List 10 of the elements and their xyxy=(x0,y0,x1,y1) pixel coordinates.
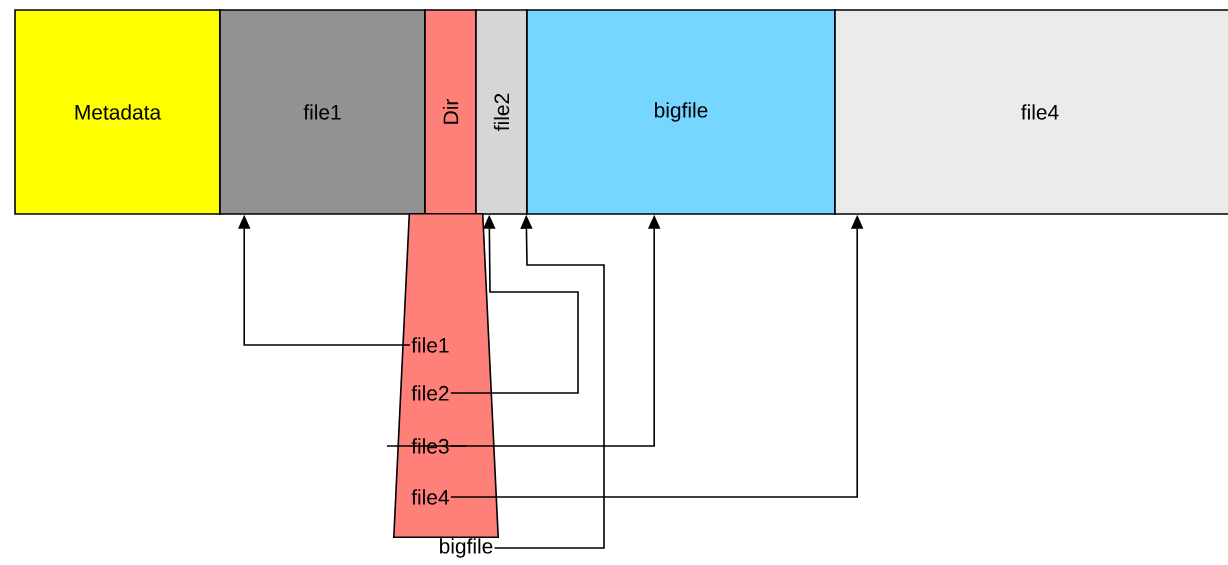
metadata-block: Metadata xyxy=(14,9,221,215)
entry-label: bigfile xyxy=(440,538,493,558)
file-block: bigfile xyxy=(526,9,836,215)
file-block: file2 xyxy=(475,9,528,215)
entry-label: file1 xyxy=(411,337,449,353)
directory-block: Dir xyxy=(424,9,477,215)
file-block: file4 xyxy=(834,9,1228,215)
entry-label: file4 xyxy=(411,489,449,505)
file-block: file1 xyxy=(219,9,426,215)
entry-label: file2 xyxy=(411,385,449,401)
